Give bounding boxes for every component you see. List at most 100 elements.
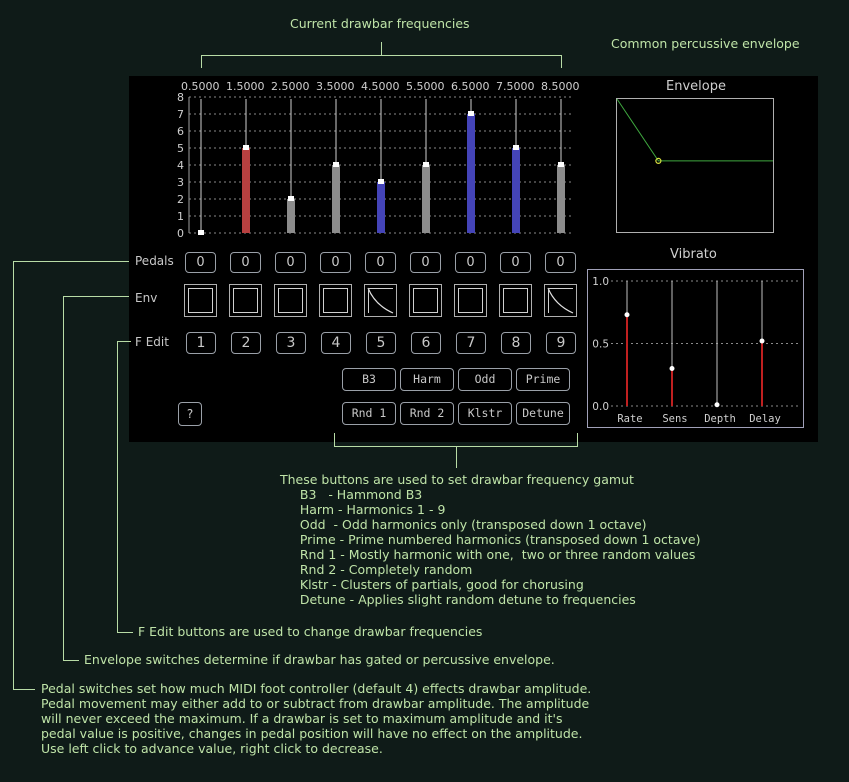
vibrato-y-tick: 1.0 <box>592 276 609 288</box>
pedals-label: Pedals <box>135 254 174 268</box>
bracket-top-stem <box>381 42 382 55</box>
fedit-button[interactable]: 4 <box>321 332 351 354</box>
gamut-button[interactable]: B3 <box>342 368 396 391</box>
vibrato-y-tick: 0.5 <box>592 339 609 351</box>
vibrato-frame <box>587 269 804 428</box>
pedal-switch[interactable]: 0 <box>320 252 351 273</box>
drawbar-handle[interactable] <box>378 179 384 184</box>
common-envelope-note: Common percussive envelope <box>611 36 800 51</box>
fedit-button[interactable]: 9 <box>546 332 576 354</box>
vibrato-handle[interactable] <box>714 402 720 408</box>
fedit-leader-end <box>117 632 133 633</box>
vibrato-handle[interactable] <box>624 312 630 318</box>
pedal-switch[interactable]: 0 <box>365 252 396 273</box>
y-tick-label: 2 <box>177 193 184 206</box>
env-switch[interactable] <box>319 284 352 317</box>
bracket-top-right <box>561 55 562 68</box>
bracket-top-left <box>201 55 202 68</box>
env-label: Env <box>135 291 158 305</box>
fedit-button[interactable]: 8 <box>501 332 531 354</box>
drawbar-handle[interactable] <box>198 230 204 235</box>
env-switch[interactable] <box>454 284 487 317</box>
pedal-leader-h <box>13 261 129 262</box>
pedal-switch[interactable]: 0 <box>275 252 306 273</box>
fedit-label: F Edit <box>135 335 169 349</box>
drawbar-handle[interactable] <box>423 162 429 167</box>
envelope-handle[interactable] <box>655 157 662 164</box>
drawbar-bar[interactable] <box>422 165 430 233</box>
drawbar-bar[interactable] <box>332 165 340 233</box>
pedal-switch[interactable]: 0 <box>230 252 261 273</box>
vibrato-param-label: Delay <box>749 413 781 425</box>
fedit-button[interactable]: 6 <box>411 332 441 354</box>
env-leader-v <box>63 296 64 660</box>
y-tick-label: 6 <box>177 125 184 138</box>
fedit-button[interactable]: 5 <box>366 332 396 354</box>
drawbar-bar[interactable] <box>557 165 565 233</box>
drawbar-handle[interactable] <box>468 111 474 116</box>
drawbar-handle[interactable] <box>333 162 339 167</box>
drawbar-bar[interactable] <box>467 114 475 233</box>
vibrato-handle[interactable] <box>669 366 675 371</box>
fedit-button[interactable]: 7 <box>456 332 486 354</box>
envelope-graph[interactable] <box>616 98 775 234</box>
env-switch[interactable] <box>274 284 307 317</box>
pedal-switch[interactable]: 0 <box>455 252 486 273</box>
frequency-label: 6.5000 <box>451 80 490 93</box>
gamut-button[interactable]: Odd <box>458 368 512 391</box>
y-tick-label: 3 <box>177 176 184 189</box>
gamut-note-line: Harm - Harmonics 1 - 9 <box>280 502 446 517</box>
gamut-button[interactable]: Prime <box>516 368 570 391</box>
frequency-label: 1.5000 <box>226 80 265 93</box>
vibrato-handle[interactable] <box>759 338 765 344</box>
drawbar-bar[interactable] <box>377 182 385 233</box>
gamut-button[interactable]: Rnd 1 <box>342 402 396 425</box>
fedit-button[interactable]: 2 <box>231 332 261 354</box>
drawbar-bar[interactable] <box>512 148 520 233</box>
pedal-switch[interactable]: 0 <box>185 252 216 273</box>
frequency-label: 7.5000 <box>496 80 535 93</box>
y-tick-label: 0 <box>177 227 184 240</box>
gamut-note-line: These buttons are used to set drawbar fr… <box>280 472 634 487</box>
bracket-bottom-right <box>577 433 578 446</box>
drawbar-bar[interactable] <box>287 199 295 233</box>
gamut-button[interactable]: Klstr <box>458 402 512 425</box>
fedit-button[interactable]: 3 <box>276 332 306 354</box>
env-switch[interactable] <box>364 284 397 317</box>
pedal-leader-v <box>13 261 14 689</box>
pedal-leader-end <box>13 689 35 690</box>
percussive-curve-icon <box>367 287 394 314</box>
fedit-leader-h <box>117 341 131 342</box>
env-switch[interactable] <box>409 284 442 317</box>
help-button[interactable]: ? <box>178 402 202 426</box>
gamut-note-line: Rnd 1 - Mostly harmonic with one, two or… <box>280 547 696 562</box>
bracket-top <box>201 55 562 56</box>
env-switch[interactable] <box>184 284 217 317</box>
env-switch[interactable] <box>499 284 532 317</box>
pedal-switch[interactable]: 0 <box>545 252 576 273</box>
drawbar-freq-note: Current drawbar frequencies <box>290 16 470 31</box>
drawbar-bar[interactable] <box>242 148 250 233</box>
env-switch[interactable] <box>544 284 577 317</box>
frequency-label: 3.5000 <box>316 80 355 93</box>
drawbar-handle[interactable] <box>288 196 294 201</box>
bracket-bottom-stem <box>456 446 457 468</box>
gamut-button[interactable]: Rnd 2 <box>400 402 454 425</box>
fedit-button[interactable]: 1 <box>186 332 216 354</box>
env-switch[interactable] <box>229 284 262 317</box>
pedal-switch[interactable]: 0 <box>410 252 441 273</box>
drawbar-handle[interactable] <box>513 145 519 150</box>
vibrato-y-tick: 0.0 <box>592 401 609 413</box>
y-tick-label: 7 <box>177 108 184 121</box>
drawbar-handle[interactable] <box>558 162 564 167</box>
pedal-note-line: pedal value is positive, changes in peda… <box>41 726 583 741</box>
drawbar-handle[interactable] <box>243 145 249 150</box>
bracket-bottom-left <box>334 433 335 446</box>
pedal-switch[interactable]: 0 <box>500 252 531 273</box>
gamut-button[interactable]: Detune <box>516 402 570 425</box>
gamut-button[interactable]: Harm <box>400 368 454 391</box>
y-tick-label: 4 <box>177 159 184 172</box>
